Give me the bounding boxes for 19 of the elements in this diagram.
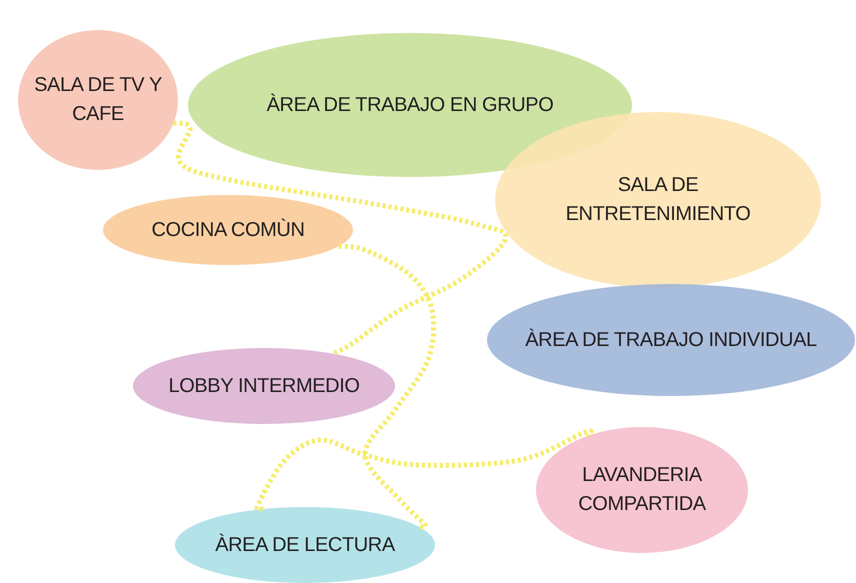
ellipse-node: [175, 507, 435, 583]
node-label: LAVANDERIA COMPARTIDA: [577, 463, 707, 517]
node-label: ÀREA DE TRABAJO EN GRUPO: [266, 92, 554, 118]
dotted-connector: [338, 244, 436, 530]
ellipse-node: [103, 195, 353, 265]
dotted-connector: [254, 428, 593, 512]
node-label: ÀREA DE LECTURA: [215, 532, 395, 558]
ellipse-node: [495, 112, 821, 288]
node-label: COCINA COMÙN: [152, 218, 304, 242]
ellipse-node: [536, 427, 748, 553]
ellipse-node: [18, 30, 178, 170]
node-label: SALA DE TV Y CAFE: [33, 73, 163, 127]
ellipse-node: [133, 348, 395, 424]
dotted-connector: [174, 120, 508, 356]
node-label: ÀREA DE TRABAJO INDIVIDUAL: [525, 328, 817, 352]
ellipse-node: [487, 284, 855, 396]
node-label: SALA DE ENTRETENIMIENTO: [564, 173, 752, 227]
node-label: LOBBY INTERMEDIO: [168, 374, 360, 398]
ellipse-node: [188, 33, 632, 177]
